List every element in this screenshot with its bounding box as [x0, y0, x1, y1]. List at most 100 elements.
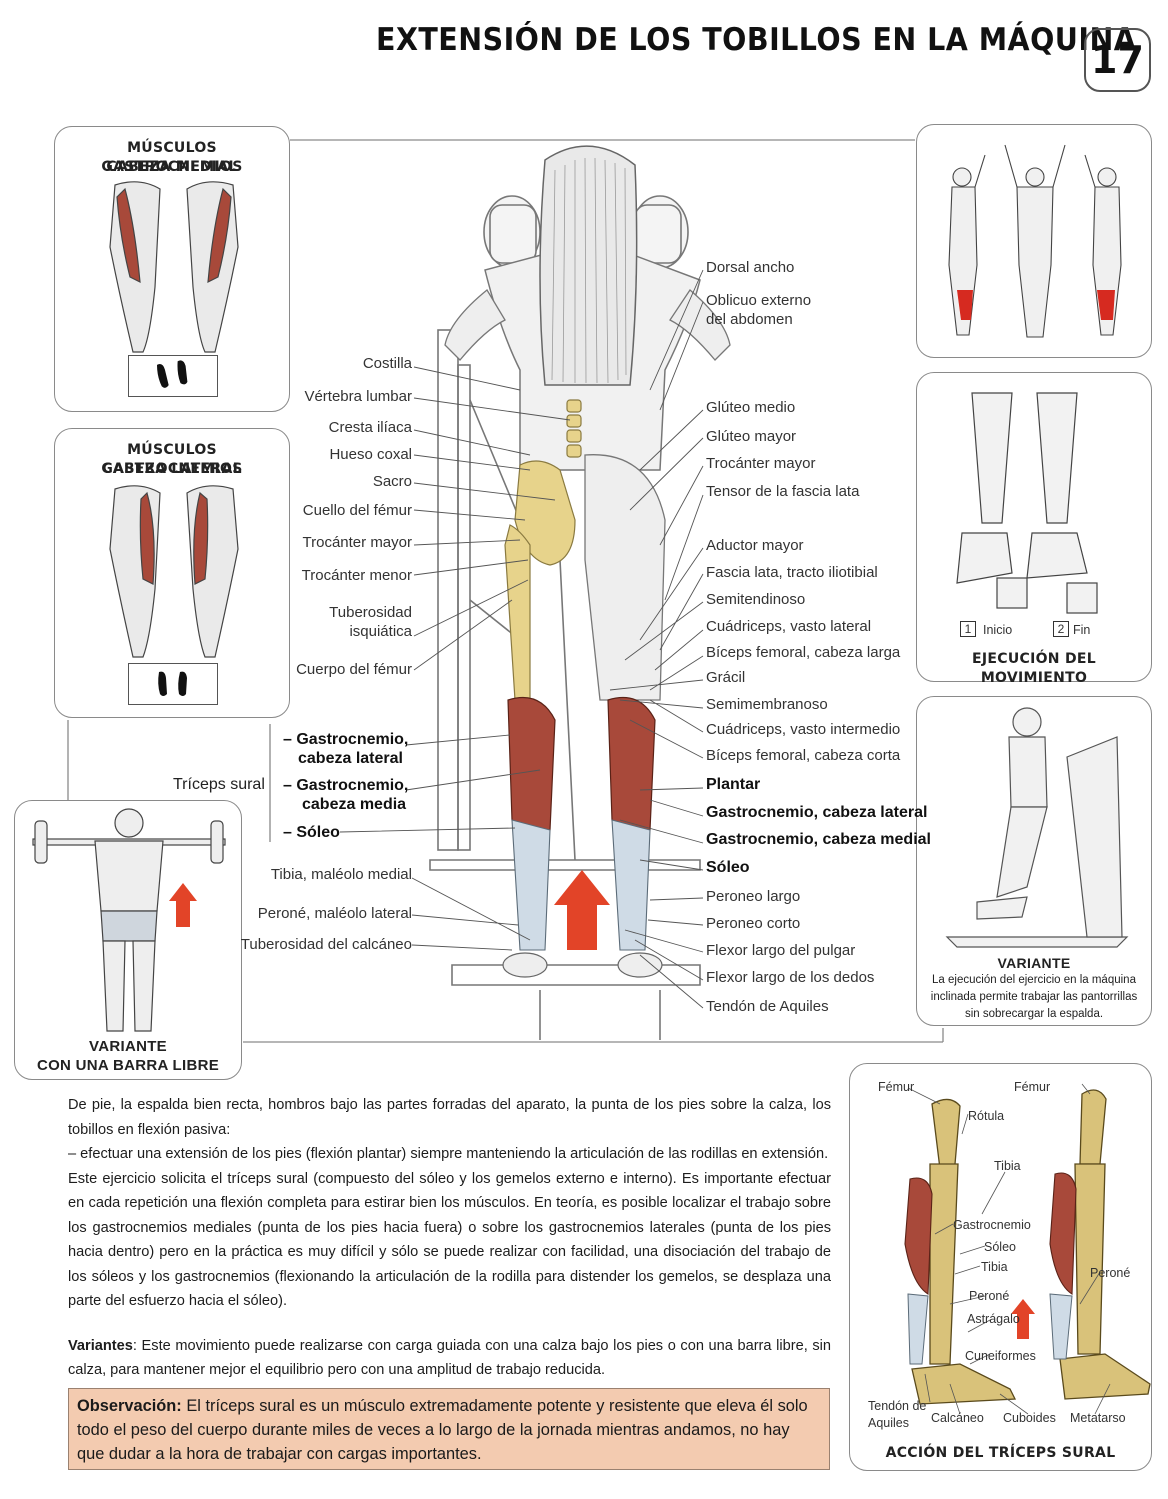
panel-gastrocnemius-medial: MÚSCULOS GASTROCNEMIOS CABEZA MEDIAL	[54, 126, 290, 412]
page-number: 17	[1084, 28, 1151, 92]
label-femur-left: Fémur	[878, 1080, 915, 1094]
label-calcaneo: Calcáneo	[931, 1411, 984, 1425]
label-cuneiformes: Cuneiformes	[965, 1349, 1036, 1363]
label-vertebra-lumbar: Vértebra lumbar	[304, 388, 412, 405]
label-cresta-iliaca: Cresta ilíaca	[328, 419, 412, 436]
label-flexor-pulgar: Flexor largo del pulgar	[706, 942, 856, 959]
step-start-number: 1	[960, 621, 976, 637]
label-isquiatica: isquiática	[349, 623, 412, 640]
incline-variant-caption-line2: inclinada permite trabajar las pantorril…	[930, 991, 1138, 1003]
label-aductor-mayor: Aductor mayor	[706, 537, 804, 554]
label-oblicuo-externo: Oblicuo externo	[706, 292, 812, 309]
label-gastrocnemio-lateral: – Gastrocnemio,	[283, 731, 409, 748]
label-biceps-larga: Bíceps femoral, cabeza larga	[706, 644, 901, 661]
label-gastrocnemio-cabeza-medial: Gastrocnemio, cabeza medial	[706, 831, 931, 848]
label-trocanter-menor: Trocánter menor	[301, 567, 412, 584]
label-perone-maleolo: Peroné, maléolo lateral	[257, 905, 412, 922]
incline-machine-illustration	[945, 707, 1129, 948]
panel-title-line1: MÚSCULOS GASTROCNEMIOS	[101, 442, 243, 477]
label-trocanter-mayor-left: Trocánter mayor	[302, 534, 412, 551]
label-trocanter-mayor-right: Trocánter mayor	[706, 455, 816, 472]
label-gluteo-medio: Glúteo medio	[706, 399, 796, 416]
panel-title-line2: CABEZA LATERAL	[102, 461, 242, 477]
label-gastrocnemio-media-2: cabeza media	[302, 796, 407, 813]
page-title: EXTENSIÓN DE LOS TOBILLOS EN LA MÁQUINA	[376, 22, 1137, 58]
label-tibia-top: Tibia	[994, 1159, 1021, 1173]
three-figures-illustration	[948, 144, 1122, 338]
label-triceps-sural: Tríceps sural	[173, 776, 265, 793]
label-semitendinoso: Semitendinoso	[706, 591, 806, 608]
observation-box: Observación: El tríceps sural es un músc…	[68, 1388, 830, 1470]
action-title: ACCIÓN DEL TRÍCEPS SURAL	[885, 1445, 1116, 1461]
calves-medial-illustration	[109, 181, 239, 353]
variants-label: Variantes	[68, 1337, 133, 1354]
step-end-label: Fin	[1073, 623, 1091, 637]
label-semimembranoso: Semimembranoso	[706, 696, 828, 713]
execution-title: EJECUCIÓN DEL MOVIMIENTO	[972, 651, 1096, 686]
label-sacro: Sacro	[372, 473, 412, 490]
panel-triceps-sural-action: Fémur Fémur Rótula Tibia Gastrocnemio Só…	[849, 1063, 1152, 1471]
label-tuberosidad-calcaneo: Tuberosidad del calcáneo	[240, 936, 412, 953]
label-gastrocnemio: Gastrocnemio	[953, 1218, 1031, 1232]
label-gastrocnemio-media: – Gastrocnemio,	[283, 777, 409, 794]
label-gluteo-mayor: Glúteo mayor	[706, 428, 797, 445]
label-flexor-dedos: Flexor largo de los dedos	[706, 969, 875, 986]
label-tibia: Tibia	[981, 1260, 1008, 1274]
label-plantar: Plantar	[706, 776, 761, 793]
incline-variant-title: VARIANTE	[997, 955, 1071, 971]
label-vasto-lateral: Cuádriceps, vasto lateral	[706, 618, 872, 635]
label-astragalo: Astrágalo	[967, 1312, 1020, 1326]
description-paragraph-2: – efectuar una extensión de los pies (fl…	[68, 1146, 829, 1162]
description-paragraph-3: Este ejercicio solicita el tríceps sural…	[68, 1170, 831, 1310]
label-perone-right: Peroné	[1090, 1266, 1131, 1280]
label-gracil: Grácil	[706, 669, 746, 686]
label-vasto-intermedio: Cuádriceps, vasto intermedio	[706, 721, 901, 738]
barbell-variant-title-line2: CON UNA BARRA LIBRE	[36, 1057, 220, 1074]
label-hueso-coxal: Hueso coxal	[329, 446, 412, 463]
label-soleo: Sóleo	[984, 1240, 1016, 1254]
barbell-variant-title-line1: VARIANTE	[89, 1038, 167, 1055]
calves-lateral-illustration	[109, 485, 239, 658]
panel-barbell-variant: VARIANTE CON UNA BARRA LIBRE	[14, 800, 242, 1080]
step-end-number: 2	[1053, 621, 1069, 637]
label-tibia-maleolo: Tibia, maléolo medial	[270, 866, 412, 883]
label-costilla: Costilla	[362, 355, 412, 372]
label-dorsal-ancho: Dorsal ancho	[706, 259, 795, 276]
panel-title-line2: CABEZA MEDIAL	[106, 159, 238, 175]
observation-text: El tríceps sural es un músculo extremada…	[77, 1397, 808, 1463]
incline-variant-caption-line1: La ejecución del ejercicio en la máquina	[932, 974, 1136, 986]
variants-text: : Este movimiento puede realizarse con c…	[68, 1337, 831, 1379]
label-biceps-corta: Bíceps femoral, cabeza corta	[706, 747, 901, 764]
label-rotula: Rótula	[968, 1109, 1005, 1123]
leg-bones-illustration	[904, 1083, 1151, 1415]
label-peroneo-corto: Peroneo corto	[706, 915, 801, 932]
label-tensor-fascia-lata: Tensor de la fascia lata	[706, 483, 860, 500]
description-text: De pie, la espalda bien recta, hombros b…	[68, 1093, 831, 1383]
execution-legs-illustration	[956, 392, 1098, 614]
observation-label: Observación:	[77, 1397, 182, 1415]
label-gastrocnemio-lateral-2: cabeza lateral	[298, 750, 403, 767]
label-tendon-line2: Aquiles	[868, 1416, 909, 1430]
panel-title-line1: MÚSCULOS GASTROCNEMIOS	[101, 140, 243, 175]
label-perone: Peroné	[969, 1289, 1010, 1303]
incline-variant-caption-line3: sin sobrecargar la espalda.	[964, 1008, 1104, 1020]
barbell-figure-illustration	[32, 808, 226, 1032]
label-soleo-right: Sóleo	[706, 859, 750, 876]
label-metatarso: Metatarso	[1070, 1411, 1126, 1425]
panel-movement-execution: 1 Inicio 2 Fin EJECUCIÓN DEL MOVIMIENTO	[916, 372, 1152, 686]
label-cuello-femur: Cuello del fémur	[302, 502, 412, 519]
label-tendon-line1: Tendón de	[868, 1399, 927, 1413]
label-cuboides: Cuboides	[1003, 1411, 1056, 1425]
feet-pointing-out-icon	[128, 355, 218, 397]
label-fascia-lata: Fascia lata, tracto iliotibial	[706, 564, 878, 581]
label-gastrocnemio-cabeza-lateral: Gastrocnemio, cabeza lateral	[706, 804, 928, 821]
label-tuberosidad: Tuberosidad	[329, 604, 412, 621]
label-cuerpo-femur: Cuerpo del fémur	[296, 661, 412, 678]
label-del-abdomen: del abdomen	[706, 311, 793, 328]
label-peroneo-largo: Peroneo largo	[706, 888, 801, 905]
panel-incline-variant: VARIANTE La ejecución del ejercicio en l…	[916, 696, 1152, 1026]
label-femur-right: Fémur	[1014, 1080, 1051, 1094]
description-paragraph-1: De pie, la espalda bien recta, hombros b…	[68, 1097, 831, 1138]
